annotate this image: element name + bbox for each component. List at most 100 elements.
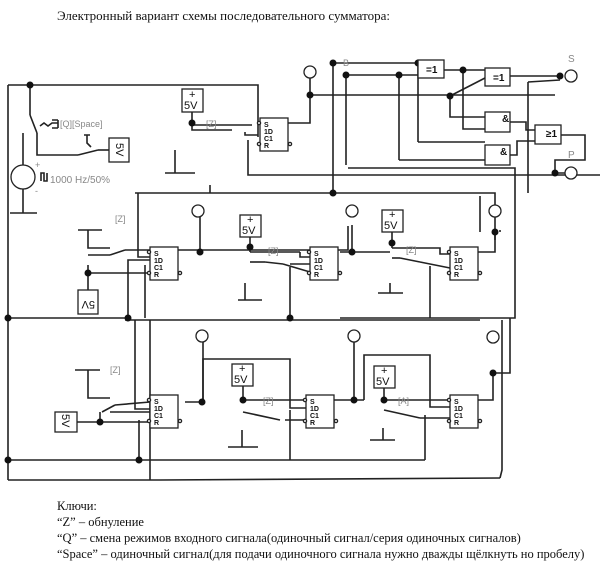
pin-r: R — [264, 143, 269, 150]
pin-1d: 1D — [154, 406, 163, 413]
pin-c1: C1 — [264, 136, 273, 143]
pin-s: S — [454, 399, 459, 406]
pin-s: S — [454, 251, 459, 258]
xor-gate-1: =1 — [417, 59, 445, 79]
inverter-bubble — [256, 141, 262, 147]
diagram-title: Электронный вариант схемы последовательн… — [57, 8, 390, 23]
svg-text:+: + — [239, 363, 245, 375]
svg-text:+: + — [189, 89, 195, 101]
pin-1d: 1D — [314, 258, 323, 265]
svg-text:&: & — [500, 147, 507, 158]
pin-c1: C1 — [154, 413, 163, 420]
indicator-lamps — [191, 65, 578, 344]
inverter-bubble — [446, 270, 452, 276]
inverter-bubble — [337, 270, 343, 276]
flipflop-body — [449, 394, 479, 429]
inverter-bubble — [177, 418, 183, 424]
lamp-mid3 — [488, 204, 502, 218]
power-5v-mid2: +5V — [239, 214, 262, 238]
svg-text:B: B — [343, 58, 349, 68]
pin-1d: 1D — [454, 258, 463, 265]
inverter-bubble — [446, 397, 452, 403]
power-5v-top-left: 5V — [108, 137, 130, 163]
inverter-bubble — [333, 418, 339, 424]
inverter-bubble — [477, 418, 483, 424]
svg-text:[Z]: [Z] — [268, 246, 279, 256]
xor-gate-2: =1 — [484, 67, 511, 87]
svg-text:[A]: [A] — [398, 396, 409, 406]
pin-r: R — [310, 420, 315, 427]
inverter-bubble — [306, 249, 312, 255]
pin-c1: C1 — [154, 265, 163, 272]
inverter-bubble — [287, 141, 293, 147]
lamp-bot3 — [486, 330, 500, 344]
pin-s: S — [264, 122, 269, 129]
power-5v-bot3: +5V — [373, 365, 396, 389]
lamp-bot1 — [195, 329, 209, 343]
svg-text:[Z]: [Z] — [406, 245, 417, 255]
svg-text:5V: 5V — [184, 100, 198, 112]
key-q-description: “Q” – смена режимов входного сигнала(оди… — [57, 531, 521, 545]
svg-text:=1: =1 — [493, 73, 505, 84]
svg-text:5V: 5V — [59, 414, 71, 428]
svg-text:[Z]: [Z] — [115, 214, 126, 224]
pin-c1: C1 — [454, 265, 463, 272]
pin-r: R — [154, 420, 159, 427]
svg-text:+: + — [389, 209, 395, 221]
key-z-description: “Z” – обнуление — [57, 515, 144, 529]
pin-s: S — [154, 399, 159, 406]
svg-text:1000 Hz/50%: 1000 Hz/50% — [50, 175, 110, 186]
power-5v-mid3: +5V — [381, 209, 404, 233]
sum-output-label: S — [568, 54, 575, 65]
svg-text:+: + — [247, 214, 253, 226]
svg-text:5V: 5V — [242, 225, 256, 237]
lamp-mid2 — [345, 204, 359, 218]
svg-text:+: + — [35, 160, 40, 170]
pin-r: R — [154, 272, 159, 279]
flipflops: S1DC1RS1DC1RS1DC1RS1DC1RS1DC1RS1DC1RS1DC… — [146, 117, 483, 429]
inverter-bubble — [302, 418, 308, 424]
svg-text:5V: 5V — [113, 143, 125, 157]
lamp-mid1 — [191, 204, 205, 218]
flipflop-body — [259, 117, 289, 152]
flipflop-body — [149, 394, 179, 429]
pin-1d: 1D — [154, 258, 163, 265]
logic-gates: =1 =1 & & ≥1 — [417, 59, 562, 166]
lamp-ff1 — [303, 65, 317, 79]
pin-c1: C1 — [314, 265, 323, 272]
inverter-bubble — [477, 270, 483, 276]
svg-text:[Z]: [Z] — [263, 396, 274, 406]
svg-text:5V: 5V — [234, 374, 248, 386]
pulse-generator[interactable]: 1000 Hz/50% + - — [10, 160, 110, 196]
power-5v-bot2: +5V — [231, 363, 254, 387]
pin-r: R — [314, 272, 319, 279]
svg-text:5V: 5V — [376, 376, 390, 388]
wires — [7, 62, 600, 481]
lamp-sum — [564, 69, 578, 83]
or-gate: ≥1 — [534, 124, 562, 145]
svg-text:[Q][Space]: [Q][Space] — [60, 119, 103, 129]
svg-text:&: & — [502, 114, 509, 125]
keys-heading: Ключи: — [57, 499, 97, 513]
inverter-bubble — [302, 397, 308, 403]
keys-legend: Ключи: “Z” – обнуление “Q” – смена режим… — [57, 498, 597, 562]
power-5v-bot1: 5V — [54, 411, 78, 433]
pin-r: R — [454, 272, 459, 279]
inverter-bubble — [446, 249, 452, 255]
power-sources: 5V +5V 5V +5V +5V 5V +5V +5V — [54, 88, 404, 433]
svg-text:=1: =1 — [426, 65, 438, 76]
mode-switch-q-space[interactable]: [Q][Space] — [29, 114, 103, 148]
junctions — [4, 59, 564, 464]
svg-text:+: + — [381, 365, 387, 377]
lamp-carry — [564, 166, 578, 180]
svg-text:-: - — [35, 186, 38, 196]
inverter-bubble — [146, 270, 152, 276]
inverter-bubble — [256, 120, 262, 126]
and-gate-1: & — [484, 111, 511, 133]
